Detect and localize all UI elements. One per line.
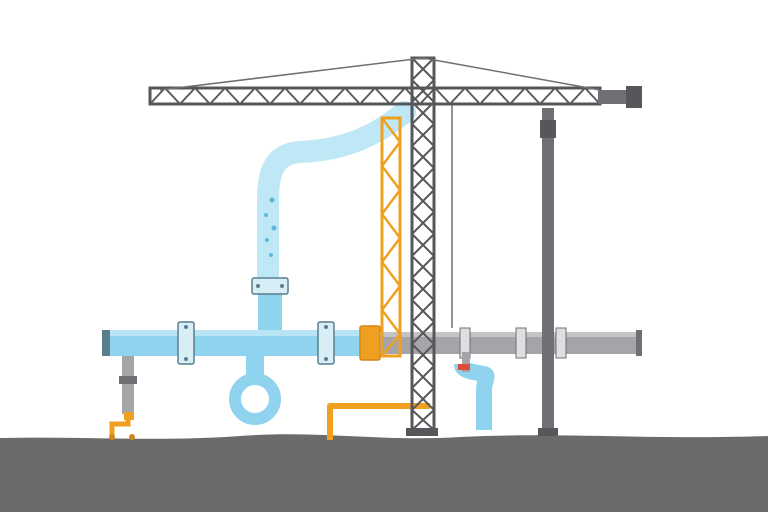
right-elbow-pipe — [454, 352, 495, 430]
riser-flange-icon — [251, 277, 289, 295]
orange-ground-pipe — [327, 403, 430, 440]
support-pole — [538, 108, 558, 436]
pipe-loop — [229, 356, 281, 425]
left-drop-pipe — [109, 356, 137, 440]
pipe-flange-icon-right — [317, 321, 335, 365]
pipe-flange-icon-left — [177, 321, 195, 365]
steel-pipeline — [380, 327, 642, 359]
ground — [0, 434, 768, 512]
orange-coupling — [359, 325, 381, 361]
tower-crane-icon — [148, 56, 642, 436]
orange-scaffold — [380, 116, 402, 358]
valve-icon — [458, 364, 470, 370]
